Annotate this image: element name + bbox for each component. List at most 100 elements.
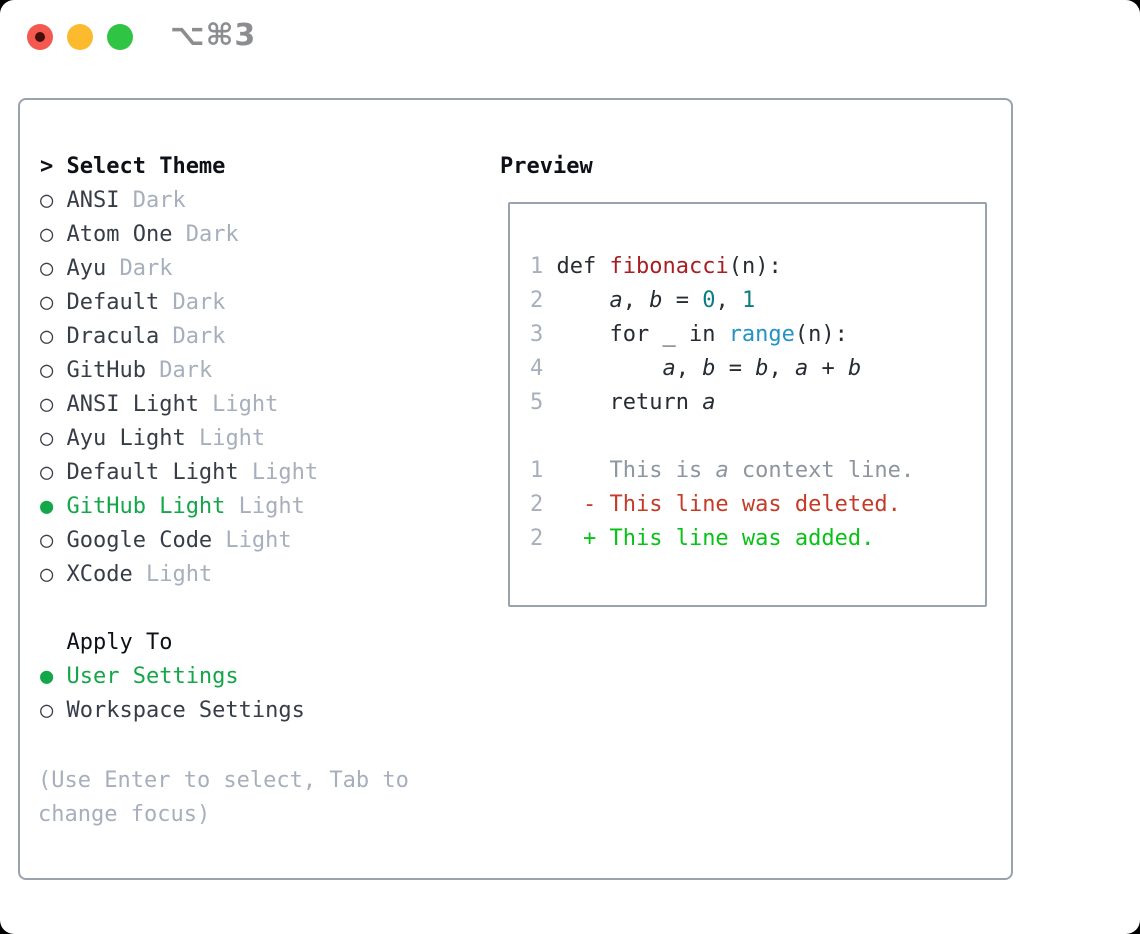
token-code: , <box>715 288 742 313</box>
token-code: return <box>543 390 703 415</box>
preview-title: Preview <box>500 154 593 179</box>
theme-list: > Select Theme○ ANSI Dark○ Atom One Dark… <box>40 150 480 728</box>
code-line: 2 - This line was deleted. <box>530 488 914 522</box>
token-code <box>530 424 543 449</box>
variant-tag: Dark <box>172 222 239 247</box>
token-code: , <box>622 288 650 313</box>
radio-selected-icon: ● <box>40 494 67 519</box>
close-button[interactable] <box>27 24 53 50</box>
blank-marker <box>40 626 66 660</box>
theme-option[interactable]: ○ Default Dark <box>40 286 480 320</box>
theme-option-label: GitHub <box>66 358 146 383</box>
token-code: + <box>808 356 848 381</box>
variant-tag: Light <box>225 494 305 519</box>
token-num: 2 <box>530 526 544 551</box>
window-title: ⌥⌘3 <box>170 18 257 53</box>
theme-option-label: GitHub Light <box>66 494 226 519</box>
token-del: - This line was deleted. <box>543 492 901 517</box>
apply-to-header-label: Apply To <box>66 630 173 655</box>
apply-to-header: Apply To <box>40 626 480 660</box>
token-num: 5 <box>530 390 544 415</box>
token-ctx: context line. <box>728 458 915 483</box>
theme-option-label: Default Light <box>66 460 239 485</box>
code-line: 3 for _ in range(n): <box>530 318 914 352</box>
token-code: = <box>662 288 703 313</box>
theme-option[interactable]: ○ GitHub Dark <box>40 354 480 388</box>
radio-icon: ○ <box>40 222 67 247</box>
token-code: (n): <box>728 254 782 279</box>
theme-option-label: Dracula <box>66 324 160 349</box>
token-code: , <box>675 356 703 381</box>
select-theme-header-label: Select Theme <box>66 154 226 179</box>
token-builtin: range <box>728 322 795 347</box>
theme-option[interactable]: ○ ANSI Dark <box>40 184 480 218</box>
variant-tag: Dark <box>159 324 226 349</box>
radio-icon: ○ <box>40 698 67 723</box>
theme-picker-panel: > Select Theme○ ANSI Dark○ Atom One Dark… <box>18 98 1013 880</box>
radio-icon: ○ <box>40 256 67 281</box>
variant-tag: Light <box>132 562 213 587</box>
apply-to-option[interactable]: ○ Workspace Settings <box>40 694 480 728</box>
theme-option-label: Google Code <box>66 528 213 553</box>
token-numlit: 1 <box>741 288 756 313</box>
token-code <box>543 288 609 313</box>
apply-to-option-label: User Settings <box>66 664 239 689</box>
radio-icon: ○ <box>40 528 67 553</box>
radio-icon: ○ <box>40 392 67 417</box>
radio-selected-icon: ● <box>40 664 67 689</box>
variant-tag: Light <box>212 528 292 553</box>
apply-to-option[interactable]: ● User Settings <box>40 660 480 694</box>
theme-option-label: ANSI <box>66 188 120 213</box>
variant-tag: Light <box>238 460 319 485</box>
theme-option-label: Default <box>66 290 160 315</box>
theme-option[interactable]: ○ Ayu Light Light <box>40 422 480 456</box>
code-line: 4 a, b = b, a + b <box>530 352 914 386</box>
token-num: 2 <box>530 492 544 517</box>
variant-tag: Dark <box>119 188 186 213</box>
code-line: 1 This is a context line. <box>530 454 914 488</box>
token-var: b <box>702 356 716 381</box>
radio-icon: ○ <box>40 290 67 315</box>
zoom-button[interactable] <box>107 24 133 50</box>
code-line: 1 def fibonacci(n): <box>530 250 914 284</box>
theme-option[interactable]: ○ Atom One Dark <box>40 218 480 252</box>
radio-icon: ○ <box>40 562 67 587</box>
token-code: for _ in <box>543 322 729 347</box>
theme-option[interactable]: ○ ANSI Light Light <box>40 388 480 422</box>
token-var: a <box>609 288 623 313</box>
code-line: 5 return a <box>530 386 914 420</box>
token-code: (n): <box>794 322 848 347</box>
token-code <box>543 356 662 381</box>
radio-icon: ○ <box>40 460 67 485</box>
token-code: , <box>768 356 795 381</box>
radio-icon: ○ <box>40 426 67 451</box>
theme-option[interactable]: ○ Dracula Dark <box>40 320 480 354</box>
minimize-button[interactable] <box>67 24 93 50</box>
theme-option-label: Ayu Light <box>66 426 186 451</box>
token-var: a <box>662 356 676 381</box>
token-add: + This line was added. <box>543 526 875 551</box>
token-num: 4 <box>530 356 544 381</box>
token-ctxvar: a <box>715 458 729 483</box>
select-theme-header: > Select Theme <box>40 150 480 184</box>
theme-option[interactable]: ○ Ayu Dark <box>40 252 480 286</box>
theme-option[interactable]: ● GitHub Light Light <box>40 490 480 524</box>
token-code: = <box>715 356 756 381</box>
token-var: b <box>847 356 862 381</box>
radio-icon: ○ <box>40 324 67 349</box>
token-var: b <box>649 288 663 313</box>
radio-icon: ○ <box>40 358 67 383</box>
theme-option-label: XCode <box>66 562 133 587</box>
theme-option[interactable]: ○ Google Code Light <box>40 524 480 558</box>
theme-option[interactable]: ○ XCode Light <box>40 558 480 592</box>
titlebar: ⌥⌘3 <box>0 0 1140 70</box>
theme-option[interactable]: ○ Default Light Light <box>40 456 480 490</box>
cursor-icon: > <box>40 154 67 179</box>
code-line <box>530 420 914 454</box>
token-num: 1 <box>530 458 544 483</box>
token-code: def <box>543 254 610 279</box>
token-var: a <box>702 390 716 415</box>
